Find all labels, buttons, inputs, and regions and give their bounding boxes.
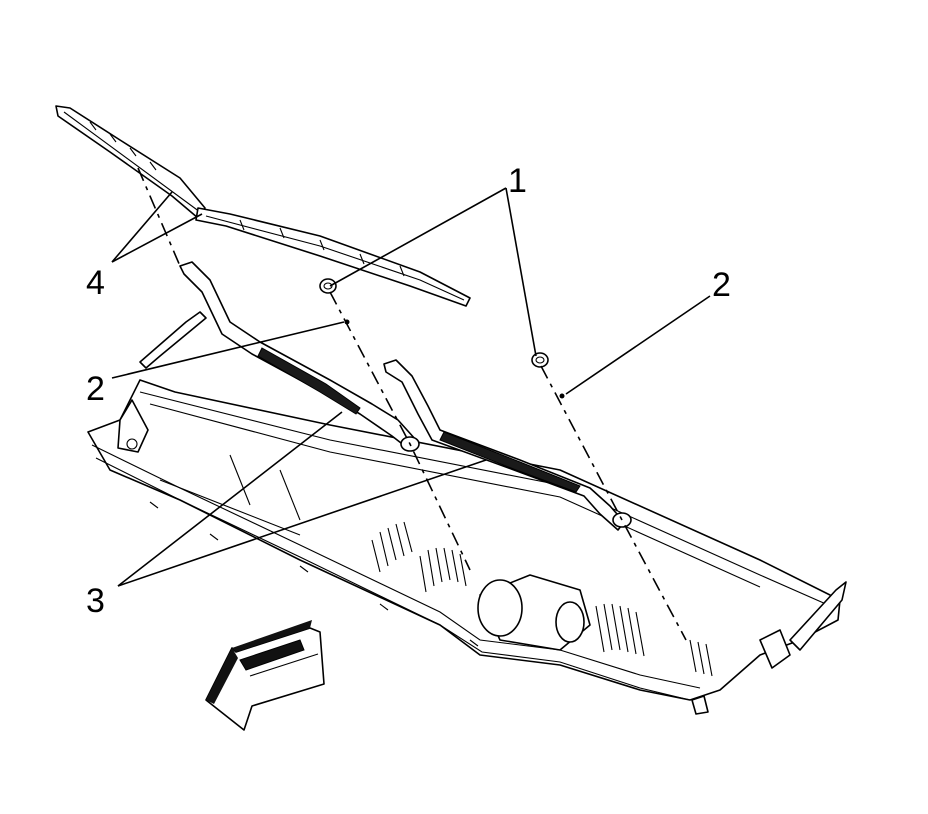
- cowl-panel: [87, 379, 847, 715]
- nut-left: [319, 278, 337, 294]
- callout-2-right: 2: [712, 266, 731, 304]
- cap-right: [559, 393, 565, 399]
- callout-1: 1: [508, 162, 527, 200]
- blade-fragment-left: [139, 311, 207, 369]
- callout-4: 4: [86, 264, 105, 302]
- ribs-center: [371, 521, 713, 677]
- wiper-blade-left: [55, 105, 471, 307]
- wiper-arm-right: [383, 359, 632, 531]
- forward-arrow-icon: [205, 620, 325, 731]
- callout-3: 3: [86, 582, 105, 620]
- leader-lines: [111, 187, 711, 587]
- nut-right: [531, 352, 549, 368]
- callout-2-left: 2: [86, 370, 105, 408]
- assembly-lines: [137, 167, 687, 641]
